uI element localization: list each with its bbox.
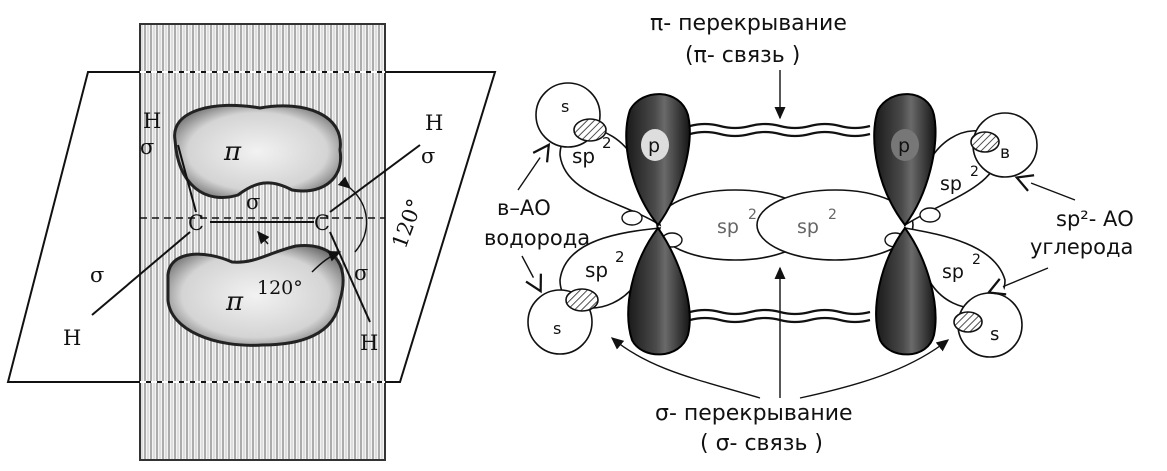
sp2-ao-arrow-lower <box>986 267 1049 296</box>
left-figure: H σ π H σ C σ C 120° 120° σ π σ H H <box>6 23 497 461</box>
sp2-sup-center-left: 2 <box>748 207 757 223</box>
h-lower-left: H <box>63 326 81 350</box>
p-orbital-right-lower <box>875 226 937 356</box>
sigma-arrow-right <box>799 339 950 399</box>
orbital-s-top-right: в <box>1000 143 1010 163</box>
back-lobe-left-top <box>621 210 643 226</box>
pi-lower: π <box>225 287 244 317</box>
sigma-center: σ <box>246 190 260 214</box>
sigma-lower-right: σ <box>354 261 368 285</box>
right-figure: π- перекрывание (π- связь ) <box>484 11 1134 456</box>
sp2-label-right-upper: sp <box>940 173 962 195</box>
sp2-label-center-left: sp <box>717 216 739 238</box>
pi-bond-label: (π- связь ) <box>685 43 800 68</box>
orbital-s-bottom-left: s <box>553 319 561 338</box>
pi-overlap-label: π- перекрывание <box>650 11 847 36</box>
ch-bond-lower-right <box>329 231 371 323</box>
p-label-bg-right <box>891 129 919 161</box>
overlap-bottom-right <box>953 311 983 333</box>
orbital-s-bottom-right: s <box>990 324 999 345</box>
hydrogen-label: водорода <box>484 226 590 250</box>
sigma-arrow-left <box>610 337 761 399</box>
ch-bond-lower-left <box>91 231 191 316</box>
h-upper-right: H <box>425 111 443 135</box>
sigma-lower-left: σ <box>90 263 104 287</box>
orbital-s-top-left: s <box>561 97 569 116</box>
carbon-label: углерода <box>1030 235 1133 259</box>
overlap-top-right <box>970 131 1000 153</box>
sp2-center-lobe-right <box>756 189 914 261</box>
overlap-top-left <box>573 118 607 142</box>
p-label-bg-left <box>641 129 669 161</box>
sp2-label-left-lower: sp <box>585 258 608 282</box>
ch-bond-upper-left <box>177 144 197 213</box>
ch-bond-upper-right <box>329 144 421 213</box>
angle-arc-lower <box>311 250 342 273</box>
s-ao-label: в–АО <box>497 196 551 220</box>
h-lower-right: H <box>360 331 378 355</box>
c-right: C <box>314 211 330 235</box>
orbital-p-right: p <box>898 135 910 157</box>
sp2-ao-arrow-upper <box>1014 174 1076 201</box>
sigma-upper-left: σ <box>140 135 154 159</box>
angle-right: 120° <box>387 196 427 252</box>
c-left: C <box>188 211 204 235</box>
sp2-sup-right-upper: 2 <box>970 164 979 180</box>
sigma-center-arrow <box>257 230 270 245</box>
p-orbital-left-lower <box>627 226 691 356</box>
overlap-bottom-left <box>565 288 599 312</box>
sp2-sup-right-lower: 2 <box>972 252 981 268</box>
pi-overlap-wave-top <box>689 122 871 130</box>
pi-overlap-wave-top-2 <box>689 130 871 138</box>
sigma-bond-label: ( σ- связь ) <box>700 431 823 456</box>
sigma-overlap-label: σ- перекрывание <box>655 401 853 426</box>
sigma-plane <box>6 71 497 383</box>
sp2-label-right-lower: sp <box>942 261 964 283</box>
sp2-sup-left-lower: 2 <box>615 248 625 266</box>
h-upper-left: H <box>143 109 161 133</box>
sigma-upper-right: σ <box>421 144 435 168</box>
sp2-label-center-right: sp <box>797 216 819 238</box>
sp2-ao-label: sp²- АО <box>1056 207 1134 231</box>
sp2-ao-text: sp²- АО <box>1056 207 1134 231</box>
angle-arc-right <box>337 176 368 253</box>
s-ao-arrow-lower <box>521 255 542 294</box>
pi-lobe-lower <box>166 243 345 347</box>
sp2-label-left-upper: sp <box>572 144 595 168</box>
back-lobe-right-top <box>919 207 941 223</box>
sp2-sup-left-upper: 2 <box>602 134 612 152</box>
sp2-sup-center-right: 2 <box>828 207 837 223</box>
s-ao-arrow-upper <box>517 142 551 191</box>
angle-lower: 120° <box>257 277 303 299</box>
pi-lobe-upper <box>173 103 343 200</box>
pi-upper: π <box>223 137 242 167</box>
orbital-p-left: p <box>648 135 660 157</box>
